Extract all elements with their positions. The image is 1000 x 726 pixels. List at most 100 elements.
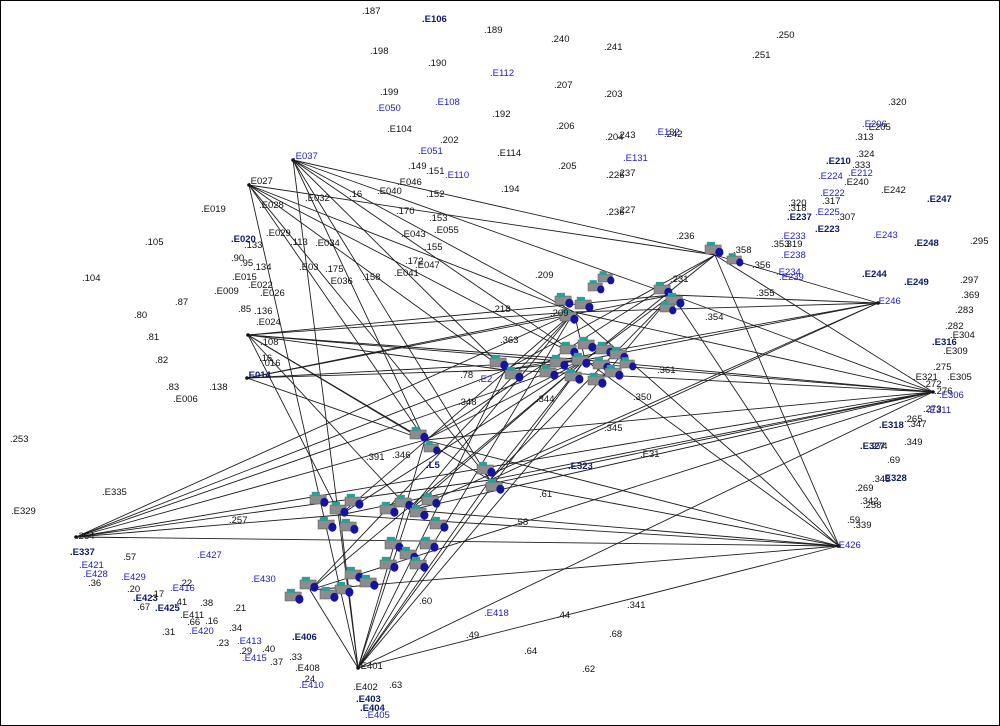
node-label: .324 <box>856 149 875 160</box>
node-label: .E046 <box>397 177 422 188</box>
node-label: .E037 <box>293 151 318 162</box>
node-label: .29 <box>239 646 252 657</box>
node-label: .E009 <box>214 286 239 297</box>
node-label: .348 <box>458 397 477 408</box>
node-cube <box>659 301 677 315</box>
edge-line <box>75 514 341 538</box>
node-label: .209 <box>550 308 569 319</box>
node-label: .236 <box>606 207 625 218</box>
node-label: .320 <box>788 198 807 209</box>
node-label: .E249 <box>904 277 929 288</box>
node-label: .E305 <box>947 372 972 383</box>
edge-line <box>75 369 506 538</box>
edge-line <box>424 359 586 441</box>
edge-layer <box>74 158 935 670</box>
node-label: .155 <box>424 242 443 253</box>
node-label: .E242 <box>881 185 906 196</box>
node-label: .313 <box>855 132 874 143</box>
node-cube <box>726 253 744 267</box>
node-label: .151 <box>426 166 445 177</box>
node-label: .253 <box>10 434 29 445</box>
edge-line <box>357 439 426 669</box>
edge-line <box>75 391 934 538</box>
node-label: .134 <box>253 262 272 273</box>
node-label: .E050 <box>376 103 401 114</box>
edge-line <box>489 302 879 481</box>
node-label: .83 <box>166 382 179 393</box>
node-label: .E411 <box>180 610 204 621</box>
node-label: .E404 <box>360 703 386 714</box>
node-label: .E222 <box>820 188 845 199</box>
node-label: .206 <box>556 121 575 132</box>
node-point <box>247 183 251 187</box>
node-label: .226 <box>606 170 625 181</box>
node-label: .17 <box>151 589 164 600</box>
edge-line <box>292 159 506 371</box>
edge-line <box>339 514 840 547</box>
edge-line <box>247 334 341 516</box>
node-label: .E040 <box>377 186 402 197</box>
node-label: .192 <box>492 109 511 120</box>
node-label: .344 <box>536 394 555 405</box>
node-cube <box>421 492 441 508</box>
node-label: .95 <box>240 258 253 269</box>
node-label: .295 <box>970 236 989 247</box>
node-cube <box>587 280 605 294</box>
node-label: .41 <box>174 597 187 608</box>
node-label: .E027 <box>248 176 273 187</box>
node-label: .E106 <box>422 14 447 25</box>
node-cube <box>549 354 569 370</box>
node-label: .E31 <box>640 449 660 460</box>
node-label: .E110 <box>445 170 469 181</box>
node-cube <box>559 308 579 324</box>
node-label: .320 <box>888 97 907 108</box>
edge-line <box>357 359 586 669</box>
node-label: .16 <box>259 353 272 364</box>
node-label: .E210 <box>826 156 851 167</box>
edge-line <box>292 159 586 361</box>
node-label: .E036 <box>328 276 353 287</box>
edge-line <box>309 545 840 591</box>
node-label: .E243 <box>873 230 898 241</box>
edge-line <box>357 509 411 669</box>
node-label: .276 <box>934 386 953 397</box>
node-label: .37 <box>270 657 283 668</box>
node-label: .78 <box>460 370 473 381</box>
node-label: .38 <box>200 598 213 609</box>
node-label: .E415 <box>242 653 267 664</box>
node-label: .E321 <box>913 372 938 383</box>
node-label: .E043 <box>401 229 426 240</box>
node-label: .104 <box>82 273 101 284</box>
edge-line <box>292 159 426 441</box>
node-cube <box>571 352 591 368</box>
node-label: .22 <box>179 578 192 589</box>
node-label: .E051 <box>418 146 443 157</box>
node-cube <box>704 241 724 257</box>
node-label: .59 <box>847 515 860 526</box>
node-label: .E041 <box>394 268 419 279</box>
node-label: .152 <box>426 189 445 200</box>
node-label: .E327 <box>860 441 885 452</box>
node-label: .E114 <box>497 148 521 159</box>
edge-line <box>247 334 586 361</box>
node-label: .E335 <box>102 487 127 498</box>
node-label: .E237 <box>787 212 812 223</box>
node-label: .E028 <box>259 200 284 211</box>
node-cube <box>429 516 449 532</box>
node-label: .40 <box>262 644 275 655</box>
node-label: .203 <box>604 89 623 100</box>
node-label: .16 <box>349 189 362 200</box>
node-label: .49 <box>466 630 479 641</box>
node-label: .E015 <box>232 272 257 283</box>
node-label: .E244 <box>862 269 888 280</box>
edge-line <box>246 369 506 379</box>
node-label: .E316 <box>932 337 957 348</box>
edge-line <box>584 302 879 361</box>
node-label: .E055 <box>434 225 459 236</box>
edge-line <box>409 359 586 511</box>
node-label: .190 <box>428 58 447 69</box>
node-label: .391 <box>366 452 385 463</box>
edge-line <box>248 184 491 481</box>
node-label: .85 <box>238 304 251 315</box>
node-label: .E421 <box>79 560 104 571</box>
